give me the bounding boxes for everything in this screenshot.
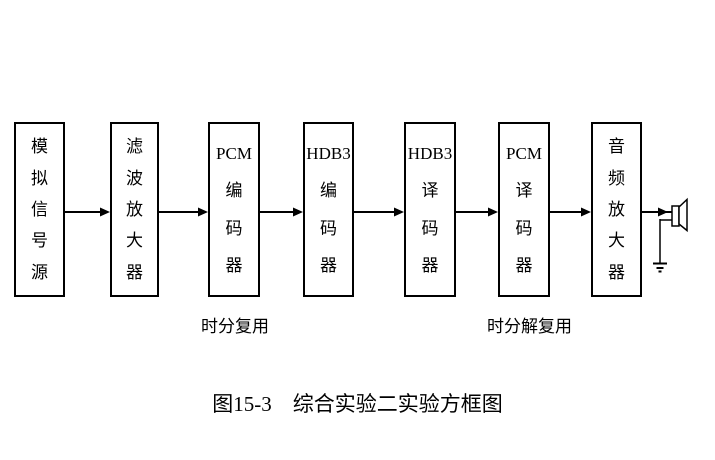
block-text-line: 译 [515,181,533,201]
arrow-right-icon [158,207,208,217]
block-hdb3-encoder: HDB3 编码器 [303,122,354,297]
block-text-line: 模 [31,137,48,157]
block-text-line: PCM [216,143,252,163]
block-text-line: 频 [608,168,625,188]
block-text-line: 源 [31,262,48,282]
block-text-line: HDB3 [407,143,453,163]
block-text-line: 码 [225,218,243,238]
speaker-icon [671,197,688,233]
arrow-right-icon [456,207,498,217]
block-pcm-encoder: PCM 编码器 [208,122,260,297]
arrow-right-icon [550,207,591,217]
block-hdb3-decoder: HDB3 译码器 [404,122,456,297]
block-text-line: 放 [126,199,143,219]
arrow-right-icon [260,207,303,217]
tdd-label: 时分解复用 [487,317,572,336]
arrow-right-icon [354,207,404,217]
block-text-line: 大 [608,231,625,251]
block-text-line: 拟 [31,168,48,188]
figure-caption: 图15-3 综合实验二实验方框图 [212,392,503,416]
arrow-right-icon [641,207,672,217]
block-audio-amplifier: 音频放大器 [591,122,642,297]
block-text-line: 器 [225,256,243,276]
block-text-line: 器 [608,262,625,282]
block-text-line: 信 [31,199,48,219]
block-text-line: 大 [126,231,143,251]
block-filter-amplifier: 滤波放大器 [110,122,159,297]
block-text-line: 编 [320,181,337,201]
block-pcm-decoder: PCM 译码器 [498,122,550,297]
tdm-label: 时分复用 [201,317,269,336]
block-text-line: 码 [515,218,533,238]
block-text-line: 器 [515,256,533,276]
block-analog-signal-source: 模拟信号源 [14,122,65,297]
arrow-right-icon [65,207,110,217]
block-text-line: 器 [126,262,143,282]
block-text-line: 器 [320,256,337,276]
block-text-line: 码 [421,218,439,238]
block-text-line: PCM [506,143,542,163]
block-text-line: 音 [608,137,625,157]
block-text-line: 码 [320,218,337,238]
block-text-line: 放 [608,199,625,219]
block-text-line: 译 [421,181,439,201]
block-text-line: 器 [421,256,439,276]
block-text-line: 滤 [126,137,143,157]
block-text-line: 号 [31,231,48,251]
ground-icon [653,219,672,273]
block-text-line: HDB3 [306,143,351,163]
block-text-line: 波 [126,168,143,188]
block-text-line: 编 [225,181,243,201]
